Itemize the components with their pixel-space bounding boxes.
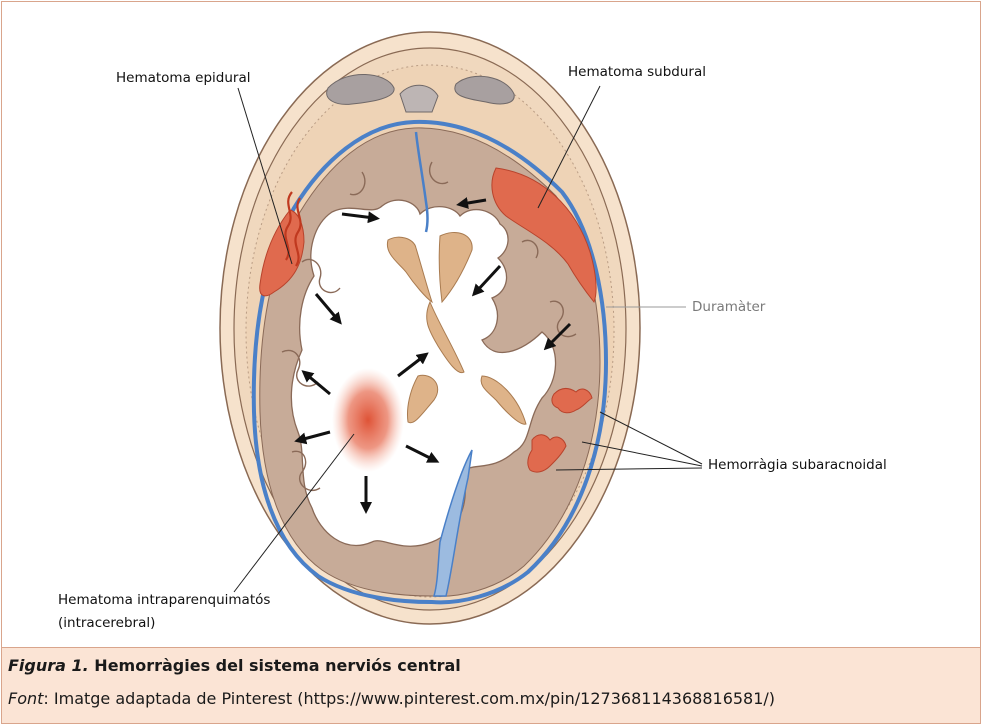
figure-title: Hemorràgies del sistema nerviós central: [89, 656, 461, 675]
figure-illustration: Hematoma epidural Hematoma subdural Dura…: [2, 2, 982, 647]
label-duramater: Duramàter: [692, 299, 765, 315]
caption-title-line: Figura 1. Hemorràgies del sistema nervió…: [8, 656, 461, 675]
label-subarachnoid-hemorrhage: Hemorràgia subaracnoidal: [708, 457, 887, 473]
intraparenchymal-hematoma: [332, 368, 404, 472]
label-epidural-hematoma: Hematoma epidural: [116, 70, 250, 86]
label-subdural-hematoma: Hematoma subdural: [568, 64, 706, 80]
brain-cross-section-diagram: [2, 2, 982, 647]
source-text: : Imatge adaptada de Pinterest (https://…: [43, 689, 775, 708]
figure-number: Figura 1.: [8, 656, 89, 675]
label-intracerebral: (intracerebral): [58, 615, 155, 631]
label-intraparenchymal-hematoma: Hematoma intraparenquimatós: [58, 592, 270, 608]
figure-caption: Figura 1. Hemorràgies del sistema nervió…: [2, 647, 980, 723]
frontal-sinus-center: [400, 85, 438, 112]
source-label: Font: [8, 689, 43, 708]
caption-source-line: Font: Imatge adaptada de Pinterest (http…: [8, 689, 775, 708]
